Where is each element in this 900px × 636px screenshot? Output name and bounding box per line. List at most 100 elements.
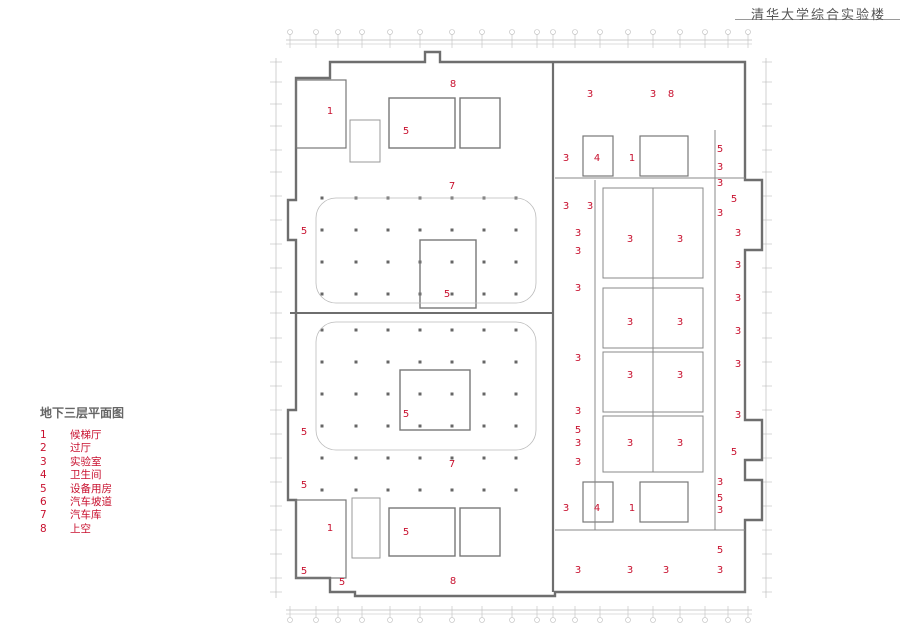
- room-number-label: 3: [575, 283, 581, 294]
- axis-bubble: [449, 29, 455, 35]
- room-number-label: 4: [594, 153, 600, 164]
- structural-column: [450, 328, 454, 332]
- room-number-label: 8: [450, 79, 456, 90]
- axis-bubble: [417, 617, 423, 623]
- room-number-label: 3: [575, 246, 581, 257]
- legend-label: 实验室: [70, 455, 102, 468]
- room-number-label: 3: [575, 353, 581, 364]
- legend-label: 汽车坡道: [70, 496, 112, 509]
- structural-column: [320, 488, 324, 492]
- structural-column: [354, 424, 358, 428]
- legend-item: 3 实验室: [40, 456, 124, 469]
- axis-bubble: [335, 617, 341, 623]
- room-number-label: 5: [731, 447, 737, 458]
- legend-label: 卫生间: [70, 469, 102, 482]
- structural-column: [418, 228, 422, 232]
- legend-num: 3: [40, 455, 47, 468]
- legend-item: 1 候梯厅: [40, 429, 124, 442]
- structural-column: [482, 228, 486, 232]
- structural-column: [514, 392, 518, 396]
- axis-bubble: [677, 29, 683, 35]
- structural-column: [386, 424, 390, 428]
- room-number-label: 5: [444, 289, 450, 300]
- room-number-label: 3: [627, 234, 633, 245]
- legend-num: 7: [40, 509, 47, 522]
- axis-bubble: [359, 617, 365, 623]
- axis-bubble: [625, 29, 631, 35]
- room-number-label: 3: [735, 293, 741, 304]
- core-wall: [639, 135, 689, 177]
- axis-bubble: [479, 29, 485, 35]
- room-number-label: 3: [677, 370, 683, 381]
- room-number-label: 3: [627, 370, 633, 381]
- axis-bubble: [572, 29, 578, 35]
- structural-column: [320, 392, 324, 396]
- structural-column: [354, 328, 358, 332]
- legend-num: 5: [40, 482, 47, 495]
- legend-label: 上空: [70, 522, 91, 535]
- structural-column: [514, 228, 518, 232]
- parking-zone: [315, 321, 537, 451]
- structural-column: [320, 360, 324, 364]
- room-number-label: 3: [735, 359, 741, 370]
- room-number-label: 5: [717, 493, 723, 504]
- room-number-label: 3: [677, 438, 683, 449]
- structural-column: [320, 260, 324, 264]
- structural-column: [418, 360, 422, 364]
- legend-item: 4 卫生间: [40, 469, 124, 482]
- axis-bubble: [534, 29, 540, 35]
- room-number-label: 3: [735, 410, 741, 421]
- axis-bubble: [725, 29, 731, 35]
- room-number-label: 4: [594, 503, 600, 514]
- structural-column: [320, 196, 324, 200]
- header-rule: [735, 19, 900, 20]
- structural-column: [514, 424, 518, 428]
- axis-bubble: [650, 617, 656, 623]
- structural-column: [450, 260, 454, 264]
- axis-bubble: [572, 617, 578, 623]
- axis-bubble: [509, 617, 515, 623]
- walls: [286, 50, 764, 598]
- structural-column: [514, 260, 518, 264]
- structural-column: [354, 228, 358, 232]
- core-wall: [639, 481, 689, 523]
- structural-column: [354, 392, 358, 396]
- structural-column: [386, 260, 390, 264]
- parking-zone: [315, 197, 537, 304]
- room-number-label: 3: [575, 457, 581, 468]
- structural-column: [450, 292, 454, 296]
- structural-column: [450, 424, 454, 428]
- legend-num: 4: [40, 469, 47, 482]
- room-number-label: 3: [627, 565, 633, 576]
- room-number-label: 3: [735, 326, 741, 337]
- legend-num: 1: [40, 429, 47, 441]
- grid-lines: [270, 29, 772, 623]
- structural-column: [482, 456, 486, 460]
- structural-column: [450, 360, 454, 364]
- core-wall: [388, 507, 456, 557]
- axis-bubble: [387, 29, 393, 35]
- axis-bubble: [725, 617, 731, 623]
- legend-label: 候梯厅: [70, 429, 102, 441]
- room-number-label: 3: [587, 89, 593, 100]
- room-number-label: 3: [677, 317, 683, 328]
- axis-bubble: [745, 29, 751, 35]
- room-number-label: 3: [677, 234, 683, 245]
- structural-column: [450, 456, 454, 460]
- axis-bubble: [745, 617, 751, 623]
- room-number-label: 3: [735, 260, 741, 271]
- core-wall: [295, 499, 347, 579]
- room-number-label: 5: [301, 480, 307, 491]
- core-wall: [582, 135, 614, 177]
- room-number-label: 5: [403, 527, 409, 538]
- structural-column: [450, 488, 454, 492]
- room-number-label: 3: [575, 228, 581, 239]
- structural-column: [386, 228, 390, 232]
- room-number-label: 3: [627, 317, 633, 328]
- legend-title: 地下三层平面图: [40, 406, 125, 420]
